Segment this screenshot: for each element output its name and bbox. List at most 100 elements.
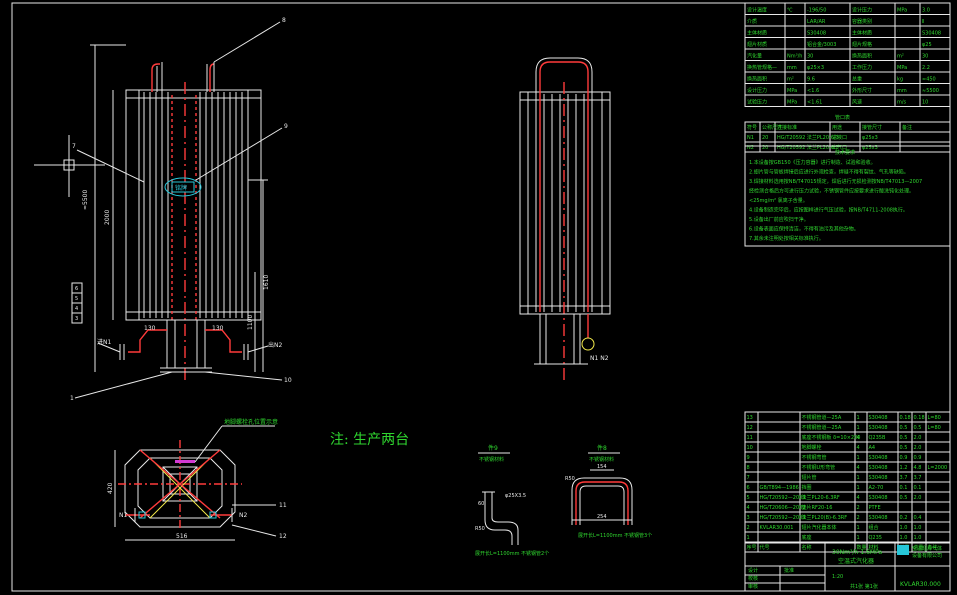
tech-req-item: 1.本设备按GB150《压力容器》进行制造、试验和验收。 bbox=[749, 159, 876, 166]
frame-outline bbox=[125, 89, 262, 321]
bom-cell: 材料 bbox=[869, 544, 879, 551]
nozzle-cell: 接管尺寸 bbox=[862, 124, 882, 131]
production-note: 注: 生产两台 bbox=[330, 432, 409, 448]
crosshair-symbol bbox=[34, 135, 105, 197]
tech-req-item: 5.设备出厂前应吹扫干净。 bbox=[749, 216, 809, 223]
spec-cell: 翅片材质 bbox=[747, 41, 767, 48]
nozzle-cell: HG/T20592 法兰PL20-6.3 bbox=[777, 134, 839, 141]
nozzle-cell: 用途 bbox=[832, 124, 842, 131]
bom-cell: 总重 bbox=[914, 544, 924, 551]
label-n1-front: 进N1 bbox=[97, 338, 111, 346]
bom-cell: 1 bbox=[747, 535, 750, 541]
nozzle-cell: φ25x3 bbox=[862, 135, 878, 141]
u-bend bbox=[539, 61, 589, 94]
bom-cell: 5 bbox=[747, 495, 750, 501]
bom-cell: 2 bbox=[857, 505, 860, 511]
bom-cell: 4 bbox=[857, 495, 860, 501]
plan-radial-lines bbox=[118, 440, 242, 530]
nozzle-cell: φ25x3 bbox=[862, 145, 878, 151]
bom-cell: 0.5 bbox=[914, 425, 922, 431]
detail-a-dim3: 60 bbox=[478, 501, 484, 507]
spec-cell: 换热管规格— bbox=[747, 64, 777, 71]
drawing-number: KVLAR30.000 bbox=[900, 581, 941, 588]
dim-516: 516 bbox=[176, 533, 188, 540]
bom-cell: S30408 bbox=[869, 425, 888, 431]
bom-cell: 序号 bbox=[747, 544, 757, 551]
bom-cell: 名称 bbox=[802, 544, 812, 551]
side-nozzles bbox=[119, 329, 249, 360]
svg-text:6: 6 bbox=[75, 286, 78, 292]
bom-cell: 备注 bbox=[928, 544, 938, 551]
spec-cell: 外形尺寸 bbox=[852, 87, 872, 94]
bom-cell: 6 bbox=[747, 485, 750, 491]
detail-a-title: 件9 bbox=[488, 444, 498, 452]
bom-cell: L=80 bbox=[928, 415, 941, 421]
nozzle-cell: 公称尺寸 bbox=[762, 124, 782, 131]
balloon-10: 10 bbox=[284, 377, 292, 384]
spec-cell: S30408 bbox=[807, 31, 826, 37]
bom-cell: 2 bbox=[747, 525, 750, 531]
spec-cell: kg bbox=[897, 77, 903, 83]
spec-cell: 换热面积 bbox=[852, 53, 872, 60]
nozzle-cell: 20 bbox=[762, 145, 768, 151]
bom-cell: 翅片汽化器本体 bbox=[802, 524, 837, 531]
bom-cell: 法兰PL20(B)-6.3RF bbox=[802, 514, 848, 521]
left-scale: 6 5 4 3 bbox=[71, 282, 83, 324]
label-n1-plan: N1 bbox=[119, 512, 127, 519]
spec-cell: mm bbox=[897, 88, 907, 94]
bom-cell: S30408 bbox=[869, 475, 888, 481]
spec-cell: MPa bbox=[897, 65, 907, 71]
balloon-8: 8 bbox=[282, 17, 286, 24]
spec-cell: 设计压力 bbox=[747, 87, 767, 94]
bom-cell: 1 bbox=[857, 485, 860, 491]
bom-cell: 8 bbox=[747, 465, 750, 471]
balloon-12: 12 bbox=[279, 533, 287, 540]
drawing-frame bbox=[11, 2, 951, 592]
side-view: N1 N2 bbox=[519, 57, 611, 380]
bom-cell: 4 bbox=[747, 505, 750, 511]
detail-a: 件9 不锈钢材料 φ25X3.5 R50 60 展开长L=1100mm 不锈钢管… bbox=[475, 444, 549, 557]
nozzle-cell: 进液口 bbox=[832, 134, 847, 141]
detail-b-title: 件8 bbox=[597, 444, 607, 452]
bom-cell: Q235B bbox=[869, 435, 886, 441]
balloon-11: 11 bbox=[279, 502, 287, 509]
bom-cell: 0.5 bbox=[900, 495, 908, 501]
tech-req-title: 技术要求 bbox=[835, 149, 855, 156]
bom-cell: 1 bbox=[857, 525, 860, 531]
bom-cell: 7 bbox=[747, 475, 750, 481]
top-pipes bbox=[151, 62, 215, 92]
spec-cell: 2.2 bbox=[922, 65, 930, 71]
nozzle-cell: 符号 bbox=[747, 124, 757, 131]
bom-cell: 数量 bbox=[857, 544, 867, 551]
bom-cell: L=2000 bbox=[928, 465, 948, 471]
svg-text:5: 5 bbox=[75, 296, 78, 302]
bom-cell: A4 bbox=[869, 445, 876, 451]
tech-req-item: 3.焊接材料选用按NB/T47015规定，焊后进行无损检测按NB/T47013—… bbox=[749, 178, 922, 185]
bom-cell: 0.18 bbox=[914, 415, 925, 421]
detail-a-subtitle: 不锈钢材料 bbox=[479, 456, 504, 463]
bom-cell: 11 bbox=[747, 435, 753, 441]
front-view: 铭牌 ≈5500 2000 bbox=[34, 17, 292, 402]
bom-cell: 3.7 bbox=[914, 475, 922, 481]
label-n2-front: 出N2 bbox=[268, 341, 282, 349]
bom-cell: 0.4 bbox=[914, 515, 922, 521]
spec-cell: Ⅱ bbox=[922, 19, 924, 25]
bom-cell: S30408 bbox=[869, 455, 888, 461]
bom-cell: 12 bbox=[747, 425, 753, 431]
callout-anchor: 地脚螺栓孔位置示意 bbox=[224, 418, 278, 426]
dimensions-right: 1610 1100 130 130 bbox=[144, 179, 270, 372]
tech-req-item: 7.其余未注明处按相关标准执行。 bbox=[749, 235, 824, 242]
sheet-number: 共1张 第1张 bbox=[850, 583, 878, 590]
bom-cell: HG/T20592—2009 bbox=[760, 495, 806, 501]
svg-text:3: 3 bbox=[75, 316, 78, 322]
bom-cell: 1 bbox=[857, 455, 860, 461]
bom-cell: 不锈钢管道—25A bbox=[802, 414, 842, 421]
bom-cell: 地脚螺栓 bbox=[802, 444, 822, 451]
leaders: 8 7 9 1 10 进N1 出N2 bbox=[70, 17, 292, 402]
detail-b: 件8 不锈钢材料 154 254 R50 展开长L=1100mm 不锈钢管3个 bbox=[565, 444, 652, 539]
nozzle-cell: 20 bbox=[762, 135, 768, 141]
spec-cell: 总重 bbox=[852, 76, 862, 83]
detail-a-dim1: φ25X3.5 bbox=[505, 493, 526, 499]
